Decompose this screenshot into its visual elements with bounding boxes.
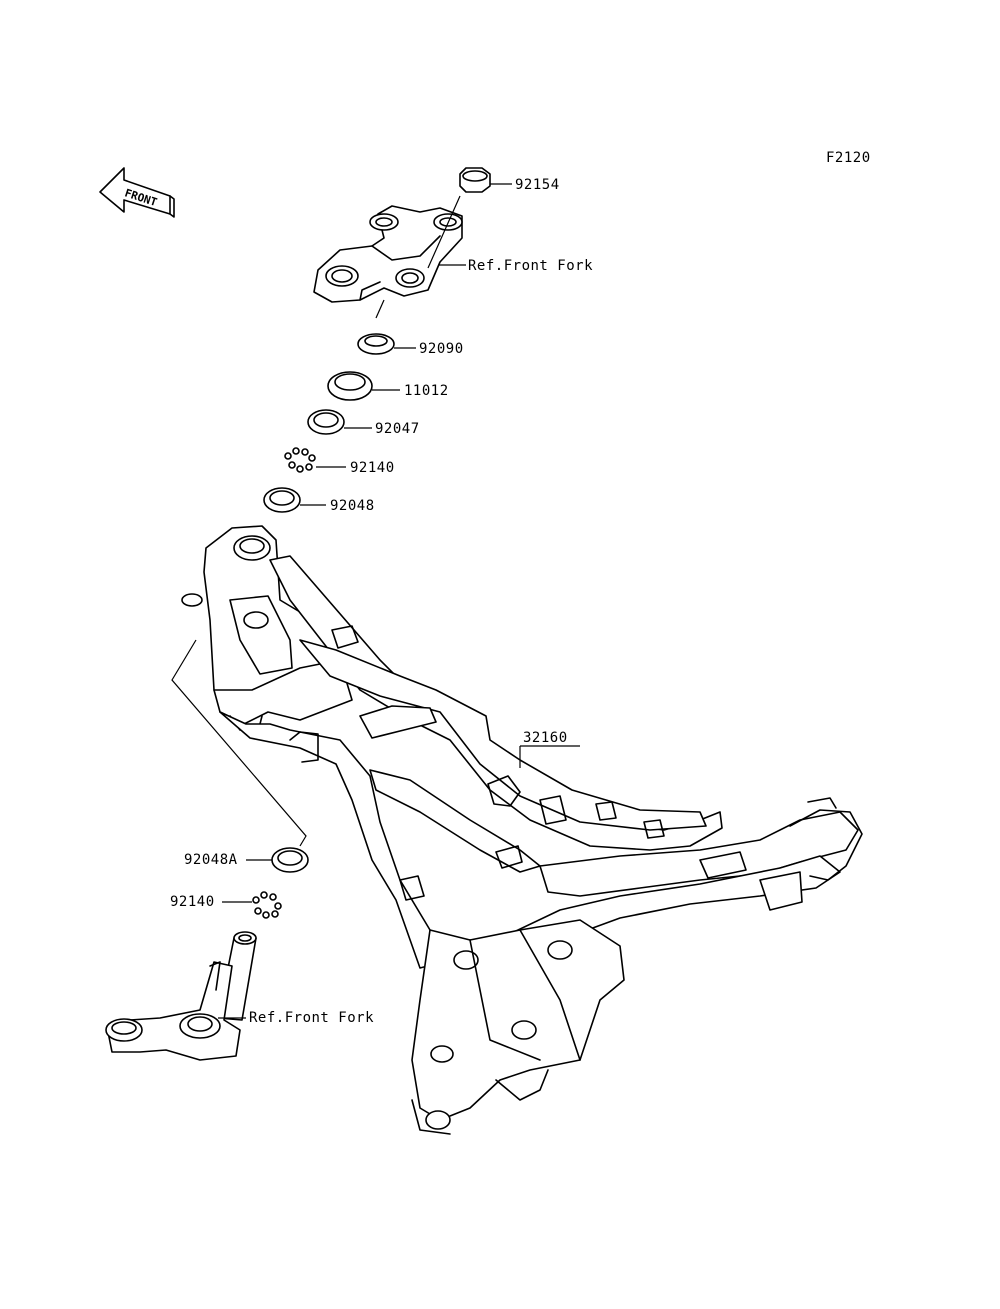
callout-32160: 32160 [523, 730, 568, 746]
part-92140-steel-balls-lower [252, 891, 282, 919]
callout-92140-lower: 92140 [170, 894, 215, 910]
callout-92048a: 92048A [184, 852, 238, 868]
callout-ref-front-fork-lower: Ref.Front Fork [249, 1010, 374, 1026]
part-11012-cap [327, 371, 373, 401]
part-92047-bearing-race [307, 409, 345, 435]
part-92140-steel-balls-upper [284, 447, 316, 473]
callout-92048: 92048 [330, 498, 375, 514]
callout-92047: 92047 [375, 421, 420, 437]
upper-fork-bracket [313, 205, 463, 303]
callout-92090: 92090 [419, 341, 464, 357]
steering-stem-nut [459, 167, 491, 193]
main-frame [181, 525, 863, 1135]
part-92090-washer [357, 333, 395, 355]
part-92048a-bearing-race [271, 847, 309, 873]
part-92048-bearing-race [263, 487, 301, 513]
figure-code: F2120 [826, 150, 871, 166]
callout-92140-upper: 92140 [350, 460, 395, 476]
callout-11012: 11012 [404, 383, 449, 399]
front-arrow-icon: FRONT [99, 167, 175, 218]
callout-ref-front-fork-upper: Ref.Front Fork [468, 258, 593, 274]
callout-92154: 92154 [515, 177, 560, 193]
lower-fork-bracket-stem [105, 931, 257, 1061]
